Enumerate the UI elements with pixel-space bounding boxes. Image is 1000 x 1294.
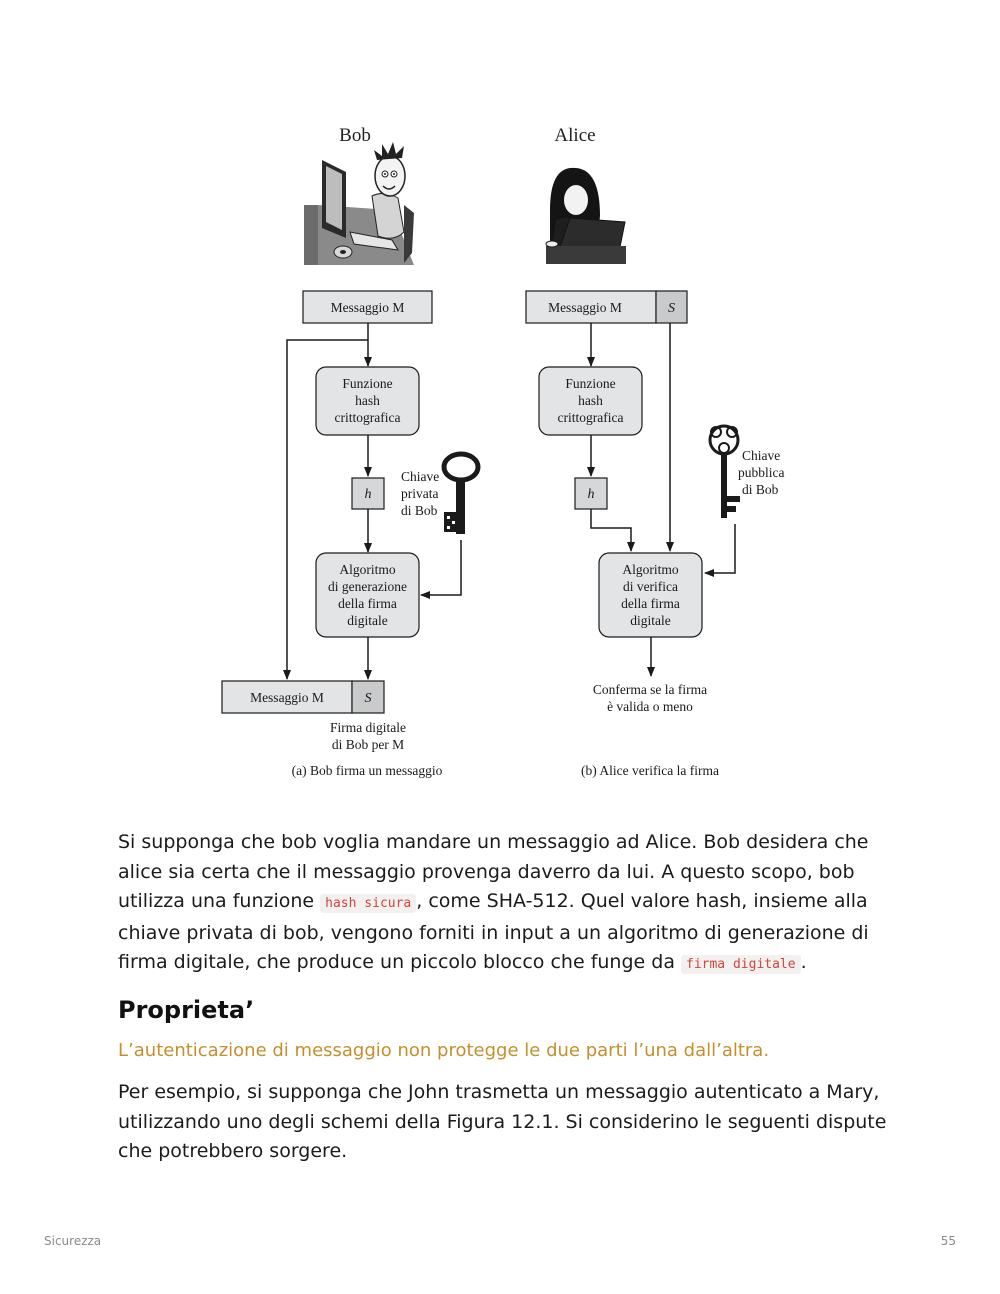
a-signature-caption-line1: Firma digitale <box>330 720 406 735</box>
b-hash-line1: Funzione <box>565 376 615 391</box>
a-private-key-line1: Chiave <box>401 469 439 484</box>
alice-title: Alice <box>554 125 595 146</box>
code-firma-digitale: firma digitale <box>681 955 801 974</box>
a-hash-line1: Funzione <box>342 376 392 391</box>
footer-section-name: Sicurezza <box>44 1234 102 1248</box>
b-h-box <box>574 477 608 510</box>
a-signature-box <box>351 680 385 714</box>
a-algo-line4: digitale <box>347 613 388 628</box>
a-signature-caption-line2: di Bob per M <box>332 737 404 752</box>
b-message-box <box>525 290 657 324</box>
a-s-label: S <box>365 691 372 706</box>
intro-text-part3: . <box>800 951 807 973</box>
a-message-label: Messaggio M <box>331 300 405 315</box>
b-result-line2: è valida o meno <box>607 699 693 714</box>
a-private-key-line3: di Bob <box>401 503 438 518</box>
a-message-box <box>302 290 433 324</box>
b-hash-line2: hash <box>578 393 603 408</box>
digital-signature-figure: Bob Alice Messaggio M Funzione hash <box>221 125 785 778</box>
intro-text-part1: Si supponga che bob voglia mandare un me… <box>118 831 869 912</box>
b-result-line1: Conferma se la firma <box>593 682 707 697</box>
b-public-key-line2: pubblica <box>738 465 785 480</box>
b-public-key-line1: Chiave <box>742 448 780 463</box>
a-algo-line2: di generazione <box>328 579 407 594</box>
a-signed-message-label: Messaggio M <box>250 690 324 705</box>
b-algo-line4: digitale <box>630 613 671 628</box>
intro-paragraph: Si supponga che bob voglia mandare un me… <box>118 828 888 980</box>
a-private-key-line2: privata <box>401 486 438 501</box>
a-h-box <box>351 477 385 510</box>
a-signed-message-box <box>221 680 353 714</box>
b-signature-box <box>655 290 688 324</box>
highlighted-statement: L’autenticazione di messaggio non proteg… <box>118 1040 770 1061</box>
b-message-label: Messaggio M <box>548 300 622 315</box>
bob-title: Bob <box>339 125 371 146</box>
a-caption: (a) Bob firma un messaggio <box>292 763 443 778</box>
footer-page-number: 55 <box>940 1234 956 1248</box>
b-h-label: h <box>588 487 595 502</box>
code-hash-sicura: hash sicura <box>320 894 417 913</box>
a-algo-line3: della firma <box>338 596 397 611</box>
b-hash-line3: crittografica <box>558 410 624 425</box>
example-paragraph: Per esempio, si supponga che John trasme… <box>118 1081 887 1162</box>
intro-text-part2: , come SHA-512. Quel valore hash, insiem… <box>118 890 869 973</box>
private-key-icon <box>441 451 481 534</box>
a-h-label: h <box>365 487 372 502</box>
bob-illustration <box>304 142 414 265</box>
a-hash-line3: crittografica <box>335 410 401 425</box>
b-s-label: S <box>668 301 675 316</box>
a-algo-line1: Algoritmo <box>339 562 395 577</box>
b-algo-line2: di verifica <box>623 579 678 594</box>
b-algo-line1: Algoritmo <box>622 562 678 577</box>
alice-illustration <box>545 167 626 264</box>
public-key-icon <box>708 424 740 518</box>
section-heading: Proprieta’ <box>118 996 255 1024</box>
b-algo-line3: della firma <box>621 596 680 611</box>
b-caption: (b) Alice verifica la firma <box>581 763 719 778</box>
a-hash-line2: hash <box>355 393 380 408</box>
b-public-key-line3: di Bob <box>742 482 779 497</box>
